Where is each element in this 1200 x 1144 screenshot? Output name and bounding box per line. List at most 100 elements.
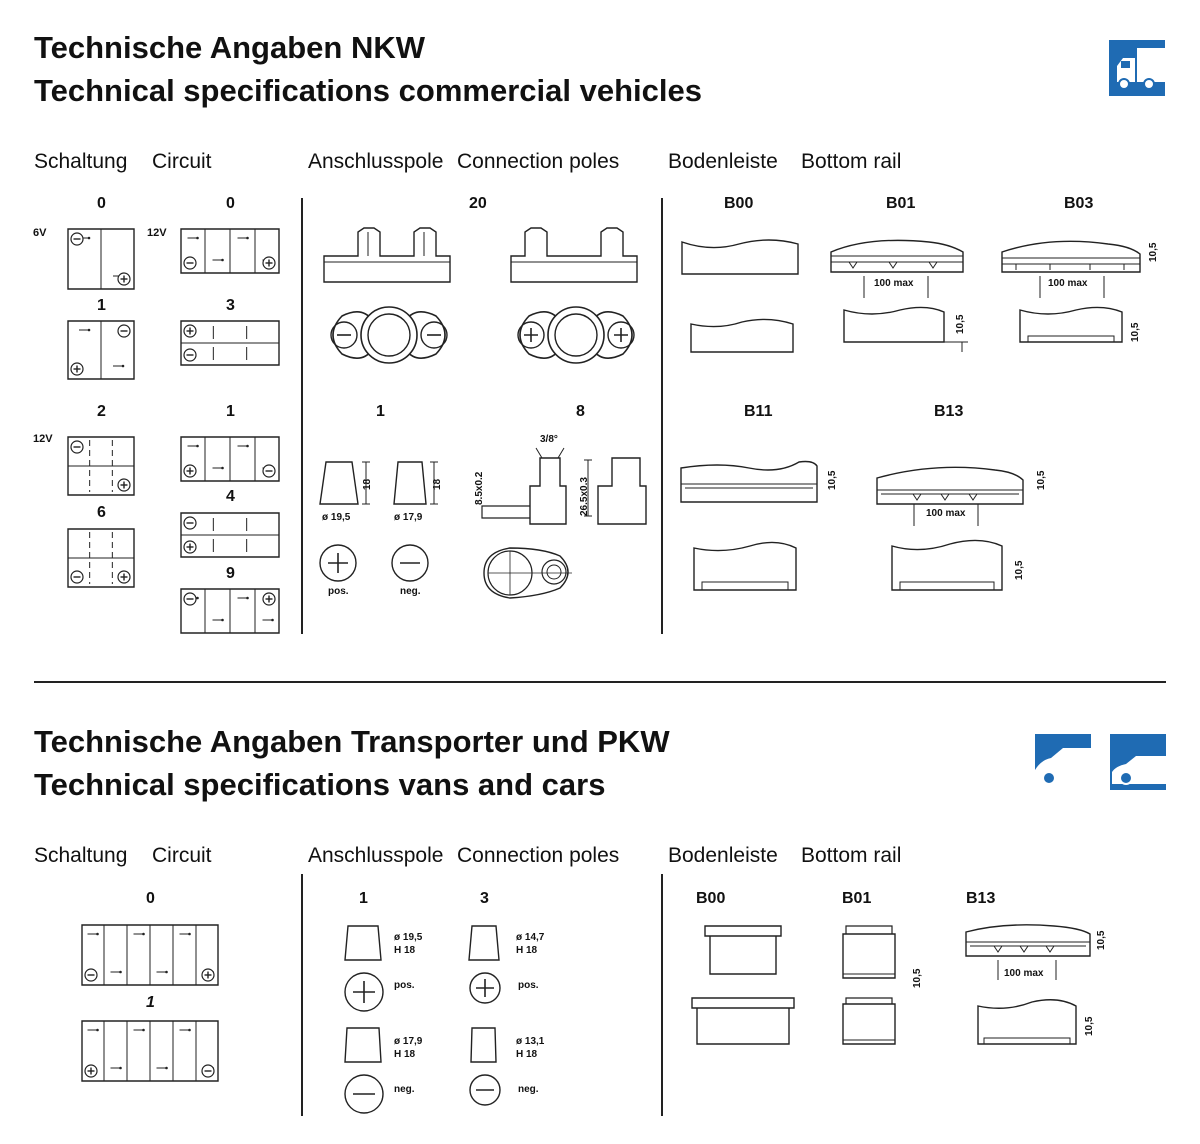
- cars-d147: ø 14,7: [516, 932, 545, 943]
- cars-pole-label-3: 3: [480, 890, 489, 907]
- rail-b13-front: [875, 464, 1029, 506]
- divider-3: [301, 874, 303, 1116]
- cars-h18-a: H 18: [394, 945, 416, 956]
- circuit-9: [180, 588, 280, 634]
- dim-d179: ø 17,9: [394, 512, 423, 523]
- cars-rail-label-b00: B00: [696, 890, 726, 907]
- car-icon: [1110, 734, 1166, 790]
- cars-rail-b13-side: [976, 1000, 1080, 1048]
- pole-20-side-b: [509, 226, 639, 284]
- pole-label-1: 1: [376, 403, 385, 420]
- cars-rail-label-b01: B01: [842, 890, 872, 907]
- cars-circuit-1: [81, 1020, 219, 1082]
- cars-rail-b00-front: [704, 924, 782, 978]
- pos-symbol: [318, 544, 358, 584]
- dim-angle: 3/8°: [540, 434, 558, 445]
- pole-20-side-a: [322, 226, 452, 284]
- circuit-0-6v: [67, 228, 135, 290]
- circuit-6: [67, 528, 135, 588]
- circuit-label-4: 4: [226, 488, 235, 505]
- section-separator: [34, 681, 1166, 683]
- cars-pole-1-pos: [344, 924, 384, 962]
- rail-label-b00: B00: [724, 195, 754, 212]
- divider-4: [661, 874, 663, 1116]
- b03-max: 100 max: [1048, 278, 1088, 289]
- cars-neg-symbol-b: [468, 1074, 502, 1108]
- cars-b13-h: 10,5: [1096, 930, 1107, 950]
- circuit-label-3: 3: [226, 297, 235, 314]
- nkw-circuit-title-en: Circuit: [152, 150, 212, 173]
- cars-circuit-label-1: 1: [146, 994, 155, 1011]
- rail-b01-front: [829, 238, 965, 276]
- circuit-label-9: 9: [226, 565, 235, 582]
- nkw-circuit-title-de: Schaltung: [34, 150, 128, 173]
- dim-85: 8.5x0.2: [474, 471, 485, 505]
- cars-pole-3-neg: [468, 1026, 502, 1064]
- circuit-label-2: 2: [97, 403, 106, 420]
- circuit-3: [180, 320, 280, 366]
- cars-b13-max: 100 max: [1004, 968, 1044, 979]
- neg-label: neg.: [400, 586, 421, 597]
- van-icon: [1035, 734, 1091, 790]
- circuit-label-1b: 1: [226, 403, 235, 420]
- circuit-label-0a: 0: [97, 195, 106, 212]
- rail-b03-dim: [1038, 276, 1108, 298]
- pole-label-20: 20: [469, 195, 487, 212]
- nkw-poles-title-en: Connection poles: [457, 150, 620, 173]
- cars-h18-b: H 18: [394, 1049, 416, 1060]
- cars-rail-label-b13: B13: [966, 890, 996, 907]
- b01-max: 100 max: [874, 278, 914, 289]
- cars-b01-h: 10,5: [912, 968, 923, 988]
- pole-20-top-a: [322, 306, 456, 364]
- cars-neg-a: neg.: [394, 1084, 415, 1095]
- b03-h: 10,5: [1148, 242, 1159, 262]
- cars-d131: ø 13,1: [516, 1036, 545, 1047]
- pole-8-top: [482, 546, 572, 600]
- rail-label-b01: B01: [886, 195, 916, 212]
- pos-label: pos.: [328, 586, 349, 597]
- b13-max: 100 max: [926, 508, 966, 519]
- cars-poles-title-de: Anschlusspole: [308, 844, 444, 867]
- rail-b00-front: [681, 238, 799, 276]
- cars-pos-symbol-a: [344, 972, 386, 1012]
- pole-1-pos-side: [318, 458, 370, 506]
- cars-pole-3-pos: [468, 924, 502, 962]
- cars-pos-a: pos.: [394, 980, 415, 991]
- cars-pos-b: pos.: [518, 980, 539, 991]
- cars-circuit-title-en: Circuit: [152, 844, 212, 867]
- circuit-label-6: 6: [97, 504, 106, 521]
- dim-d195: ø 19,5: [322, 512, 351, 523]
- circuit-4: [180, 512, 280, 558]
- cars-circuit-title-de: Schaltung: [34, 844, 128, 867]
- circuit-1: [67, 320, 135, 380]
- pole-label-8: 8: [576, 403, 585, 420]
- cars-pos-symbol-b: [468, 972, 502, 1006]
- circuit-2: [67, 436, 135, 496]
- rail-label-b03: B03: [1064, 195, 1094, 212]
- neg-symbol: [390, 544, 430, 584]
- divider-2: [661, 198, 663, 634]
- pole-20-top-b: [509, 306, 643, 364]
- rail-b03-front: [1000, 238, 1142, 276]
- rail-label-b11: B11: [744, 403, 773, 420]
- cars-h18-d: H 18: [516, 1049, 538, 1060]
- pole-1-neg-side: [392, 458, 438, 506]
- cars-neg-b: neg.: [518, 1084, 539, 1095]
- cars-rail-b01-side: [840, 996, 898, 1048]
- pole-8-side: [478, 446, 660, 528]
- circuit-1b: [180, 436, 280, 482]
- voltage-12v-a: 12V: [147, 227, 167, 239]
- cars-circuit-0: [81, 924, 219, 986]
- circuit-0-12v: [180, 228, 280, 274]
- circuit-label-0b: 0: [226, 195, 235, 212]
- nkw-rail-title-en: Bottom rail: [801, 150, 902, 173]
- rail-b13-dim: [912, 504, 982, 526]
- rail-b00-side: [690, 318, 794, 354]
- cars-title-de: Technische Angaben Transporter und PKW: [34, 724, 670, 759]
- b13-h: 10,5: [1036, 470, 1047, 490]
- rail-b11-front: [679, 458, 819, 504]
- cars-pole-1-neg: [344, 1026, 384, 1064]
- cars-title-en: Technical specifications vans and cars: [34, 767, 606, 802]
- divider-1: [301, 198, 303, 634]
- dim-18-a: 18: [362, 478, 373, 490]
